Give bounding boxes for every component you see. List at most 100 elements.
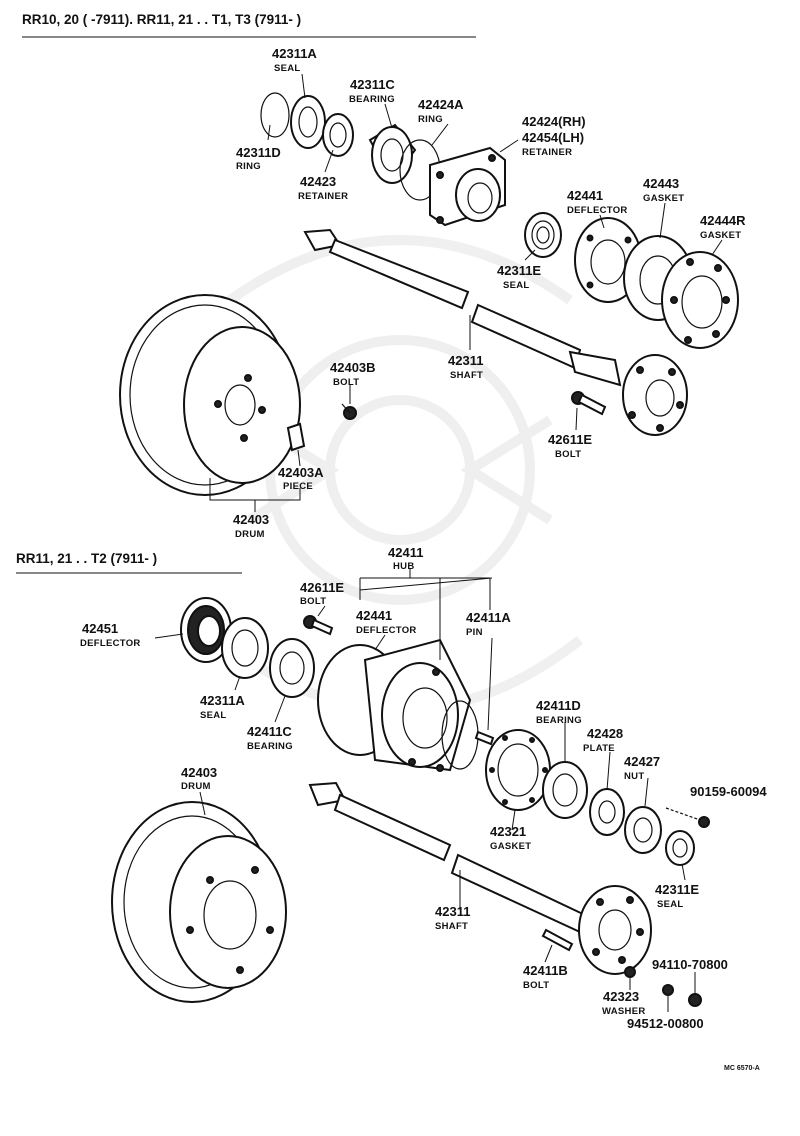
bolt-42411b-drawing	[541, 928, 574, 952]
seal-42311a-drawing	[290, 95, 326, 149]
part-number-42444r: 42444R	[700, 213, 746, 228]
part-number-42411: 42411	[388, 545, 423, 560]
leader-lines	[154, 73, 723, 1012]
part-name-piece: PIECE	[283, 481, 313, 492]
part-name-seal: SEAL	[200, 710, 227, 721]
seal-42311e-top-drawing	[524, 212, 562, 258]
part-name-bearing: BEARING	[349, 94, 395, 105]
part-name-shaft: SHAFT	[435, 921, 468, 932]
part-number-42441: 42441	[356, 608, 392, 623]
shaft-42311-top-drawing	[303, 228, 688, 436]
part-name-seal: SEAL	[274, 63, 301, 74]
part-name-retainer: RETAINER	[298, 191, 348, 202]
part-name-nut: NUT	[624, 771, 644, 782]
part-name-gasket: GASKET	[490, 841, 531, 852]
retainer-42424-drawing	[429, 146, 506, 227]
seal-42311e-bottom-drawing	[665, 830, 695, 866]
part-name-bearing: BEARING	[536, 715, 582, 726]
part-number-42441: 42441	[567, 188, 603, 203]
part-name-pin: PIN	[466, 627, 483, 638]
part-name-deflector: DEFLECTOR	[80, 638, 141, 649]
part-number-42403a: 42403A	[278, 465, 324, 480]
part-name-hub: HUB	[393, 561, 414, 572]
bearing-42311c-drawing	[368, 123, 417, 184]
part-number-42311a: 42311A	[200, 693, 245, 708]
part-number-42611e: 42611E	[548, 432, 592, 447]
part-name-gasket: GASKET	[700, 230, 741, 241]
piece-42403a-drawing	[286, 422, 306, 452]
part-name-shaft: SHAFT	[450, 370, 483, 381]
part-name-drum: DRUM	[181, 781, 211, 792]
part-number-42451: 42451	[82, 621, 118, 636]
part-number-42403b: 42403B	[330, 360, 376, 375]
gasket-42321-drawing	[485, 729, 551, 811]
part-number-42428: 42428	[587, 726, 623, 741]
part-name-drum: DRUM	[235, 529, 265, 540]
pin-42411a-drawing	[474, 730, 495, 746]
nut-42427-drawing	[624, 806, 662, 854]
part-name-ring: RING	[236, 161, 261, 172]
part-number-42424-rh: 42424(RH)	[522, 114, 586, 129]
screw-90159-60094-drawing	[665, 807, 710, 828]
part-name-seal: SEAL	[657, 899, 684, 910]
part-name-bearing: BEARING	[247, 741, 293, 752]
watermark-emblem	[216, 235, 584, 715]
part-labels: 42311A SEAL 42311C BEARING 42424A RING 4…	[80, 46, 767, 1072]
deflector-42451-drawing	[180, 597, 232, 663]
gasket-42444r-drawing	[661, 251, 739, 349]
part-number-42311e: 42311E	[497, 263, 541, 278]
part-number-42427: 42427	[624, 754, 660, 769]
part-number-94512-00800: 94512-00800	[627, 1016, 704, 1031]
part-number-42611e: 42611E	[300, 580, 344, 595]
bolt-42403b-drawing	[341, 403, 357, 420]
part-name-bolt: BOLT	[300, 596, 326, 607]
bearing-42411d-drawing	[542, 761, 588, 819]
part-name-deflector: DEFLECTOR	[567, 205, 628, 216]
part-name-deflector: DEFLECTOR	[356, 625, 417, 636]
bolt-42611e-top-drawing	[571, 391, 607, 416]
part-number-42311e: 42311E	[655, 882, 699, 897]
part-number-42424a: 42424A	[418, 97, 464, 112]
part-number-42321: 42321	[490, 824, 526, 839]
part-number-90159-60094: 90159-60094	[690, 784, 767, 799]
reference-code: MC 6570-A	[724, 1065, 760, 1072]
part-number-42311a: 42311A	[272, 46, 317, 61]
nut-94110-70800-drawing	[688, 993, 702, 1007]
shaft-42311-bottom-drawing	[308, 781, 652, 975]
part-number-94110-70800: 94110-70800	[652, 957, 728, 972]
nut-94512-00800-drawing	[662, 984, 674, 996]
part-name-bolt: BOLT	[333, 377, 359, 388]
drum-42403-bottom-drawing	[111, 801, 287, 1003]
header-mid: RR11, 21 . . T2 (7911- )	[16, 551, 157, 566]
part-number-42443: 42443	[643, 176, 679, 191]
part-number-42411d: 42411D	[536, 698, 581, 713]
bearing-42411c-drawing	[269, 638, 315, 698]
part-name-ring: RING	[418, 114, 443, 125]
plate-42428-drawing	[589, 788, 625, 836]
part-number-42311c: 42311C	[350, 77, 395, 92]
part-name-bolt: BOLT	[523, 980, 549, 991]
part-name-retainer: RETAINER	[522, 147, 572, 158]
part-number-42411c: 42411C	[247, 724, 292, 739]
seal-42311a-bottom-drawing	[221, 617, 269, 679]
part-number-42403: 42403	[233, 512, 269, 527]
part-name-bolt: BOLT	[555, 449, 581, 460]
hub-42411-drawing	[317, 638, 479, 772]
part-number-42311d: 42311D	[236, 145, 281, 160]
drum-42403-top-drawing	[119, 294, 301, 496]
ring-42311d-drawing	[260, 92, 290, 138]
part-name-plate: PLATE	[583, 743, 615, 754]
part-name-seal: SEAL	[503, 280, 530, 291]
part-number-42454-lh: 42454(LH)	[522, 130, 584, 145]
part-name-washer: WASHER	[602, 1006, 646, 1017]
part-number-42423: 42423	[300, 174, 336, 189]
part-name-gasket: GASKET	[643, 193, 684, 204]
part-number-42411b: 42411B	[523, 963, 568, 978]
part-number-42311: 42311	[448, 353, 483, 368]
part-number-42411a: 42411A	[466, 610, 511, 625]
header-top: RR10, 20 ( -7911). RR11, 21 . . T1, T3 (…	[22, 12, 301, 27]
part-number-42311: 42311	[435, 904, 470, 919]
part-number-42323: 42323	[603, 989, 639, 1004]
